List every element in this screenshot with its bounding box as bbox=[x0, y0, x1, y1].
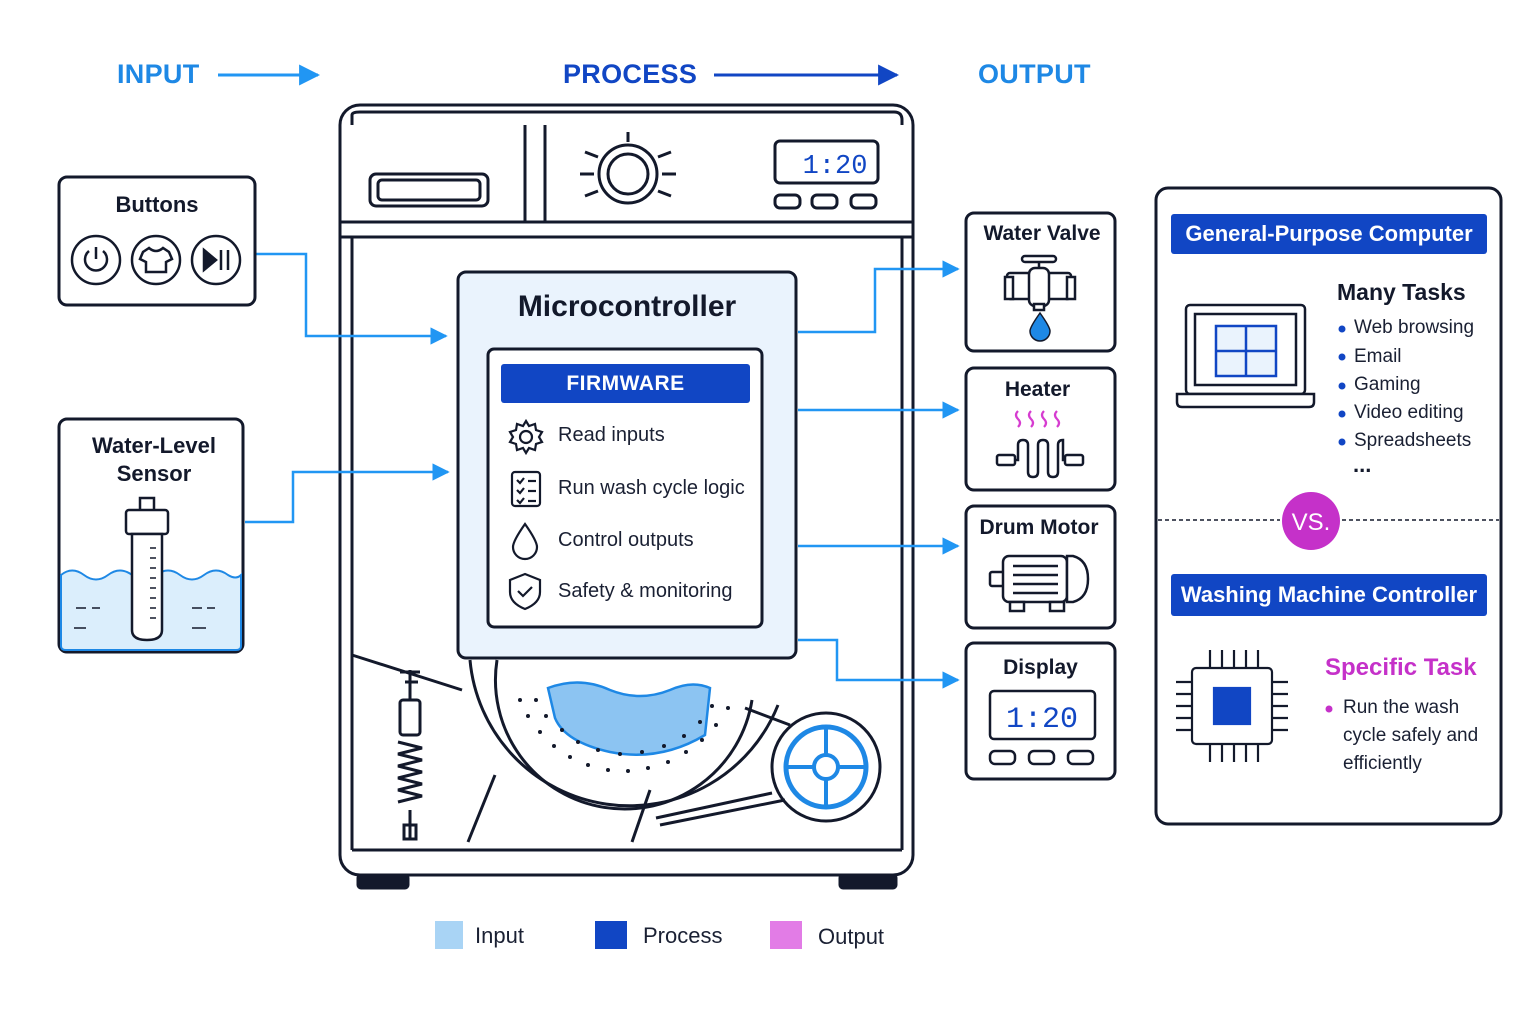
motor-icon bbox=[988, 554, 1090, 613]
sensor-title-line2: Sensor bbox=[116, 461, 192, 486]
specific-task-line1: Run the wash bbox=[1343, 697, 1460, 718]
gear-icon bbox=[508, 418, 544, 456]
shield-check-icon bbox=[508, 572, 542, 611]
heat-waves-icon bbox=[1014, 410, 1061, 428]
specific-task-line3: efficiently bbox=[1343, 753, 1422, 774]
buttons-box bbox=[57, 175, 257, 307]
heater-title: Heater bbox=[1004, 378, 1071, 401]
legend-swatch-input bbox=[435, 921, 463, 949]
general-more-ellipsis: ... bbox=[1353, 452, 1372, 477]
drum-perforations bbox=[518, 698, 730, 773]
firmware-header-bar bbox=[501, 364, 750, 403]
chip-icon bbox=[1176, 650, 1288, 762]
firmware-item-read-inputs: Read inputs bbox=[558, 424, 665, 446]
process-header: PROCESS bbox=[563, 59, 698, 89]
general-bullets bbox=[1338, 325, 1346, 446]
general-item-spreadsheets: Spreadsheets bbox=[1354, 430, 1472, 451]
valve-droplet-icon bbox=[1029, 311, 1051, 342]
machine-interior bbox=[351, 653, 882, 843]
microcontroller-title: Microcontroller bbox=[517, 290, 737, 323]
general-item-gaming: Gaming bbox=[1354, 374, 1421, 395]
general-purpose-title-bar bbox=[1171, 214, 1487, 254]
power-icon bbox=[70, 234, 122, 286]
water-valve-title: Water Valve bbox=[983, 222, 1101, 245]
vs-label: VS. bbox=[1292, 509, 1331, 536]
buttons-to-mcu-arrow bbox=[256, 252, 448, 345]
legend-label-process: Process bbox=[643, 923, 723, 948]
drum-motor-title: Drum Motor bbox=[979, 516, 1099, 539]
general-item-video-editing: Video editing bbox=[1354, 402, 1464, 423]
windows-logo-icon bbox=[1214, 324, 1278, 378]
many-tasks-heading: Many Tasks bbox=[1337, 279, 1466, 305]
firmware-label: FIRMWARE bbox=[566, 372, 685, 395]
shirt-icon bbox=[130, 234, 182, 286]
input-header: INPUT bbox=[117, 59, 200, 89]
droplet-icon bbox=[511, 522, 539, 561]
sensor-title-line1: Water-Level bbox=[92, 433, 216, 458]
display-title: Display bbox=[1003, 656, 1078, 679]
machine-display-text: 1:20 bbox=[803, 152, 868, 182]
washing-controller-title-bar bbox=[1171, 574, 1487, 616]
specific-task-heading: Specific Task bbox=[1325, 654, 1477, 681]
sensor-water-dashes bbox=[74, 607, 215, 629]
legend-label-input: Input bbox=[475, 923, 524, 948]
general-item-email: Email bbox=[1354, 346, 1402, 367]
mcu-to-valve-arrow bbox=[798, 260, 960, 334]
general-purpose-title: General-Purpose Computer bbox=[1185, 221, 1473, 246]
buttons-title: Buttons bbox=[115, 192, 199, 217]
display-screen bbox=[988, 689, 1097, 741]
drum-water bbox=[546, 681, 712, 756]
sensor-to-mcu-arrow bbox=[245, 463, 450, 524]
level-sensor-probe-icon bbox=[124, 496, 170, 642]
mcu-to-display-arrow bbox=[798, 638, 960, 689]
play-pause-icon bbox=[190, 234, 242, 286]
vs-badge bbox=[1282, 492, 1340, 550]
output-header: OUTPUT bbox=[978, 59, 1091, 89]
legend-swatch-process bbox=[595, 921, 627, 949]
legend-label-output: Output bbox=[818, 924, 885, 949]
washing-controller-title: Washing Machine Controller bbox=[1180, 582, 1478, 607]
heating-element-icon bbox=[995, 438, 1085, 479]
heater-box bbox=[964, 366, 1117, 492]
water-valve-icon bbox=[1003, 254, 1077, 312]
general-item-web-browsing: Web browsing bbox=[1354, 317, 1475, 338]
firmware-box bbox=[486, 347, 764, 629]
legend-swatch-output bbox=[770, 921, 802, 949]
display-screen-text: 1:20 bbox=[1006, 703, 1078, 737]
specific-task-line2: cycle safely and bbox=[1343, 725, 1479, 746]
checklist-icon bbox=[510, 470, 542, 508]
firmware-item-safety-monitoring: Safety & monitoring bbox=[558, 580, 733, 602]
display-buttons bbox=[988, 749, 1095, 766]
specific-bullet bbox=[1325, 705, 1333, 713]
firmware-item-control-outputs: Control outputs bbox=[558, 529, 694, 551]
firmware-item-wash-cycle-logic: Run wash cycle logic bbox=[558, 477, 745, 499]
